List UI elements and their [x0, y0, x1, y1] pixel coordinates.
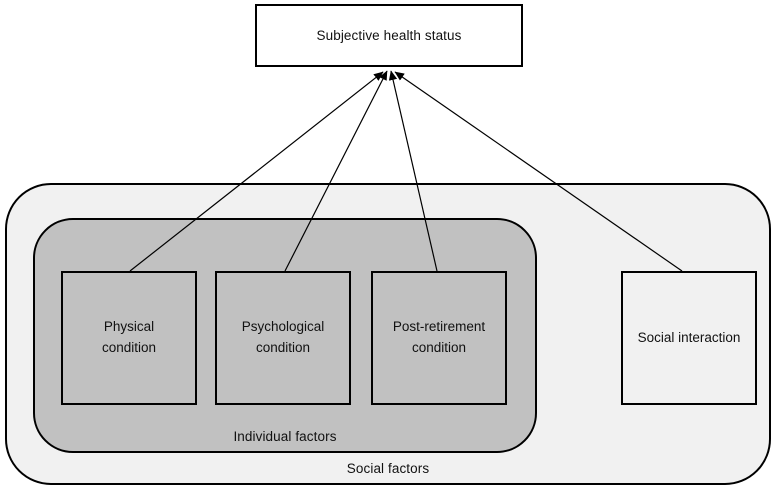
- factor-label-social-interaction: Social interaction: [637, 329, 741, 345]
- factor-label-psychological-condition: Psychological condition: [241, 319, 325, 355]
- outcome-label: Subjective health status: [316, 28, 462, 43]
- factor-box-physical-condition: Physical condition: [61, 271, 197, 405]
- factor-box-psychological-condition: Psychological condition: [215, 271, 351, 405]
- factor-label-post-retirement-condition: Post-retirement condition: [392, 319, 486, 355]
- factor-box-social-interaction: Social interaction: [621, 271, 757, 405]
- factor-box-post-retirement-condition: Post-retirement condition: [371, 271, 507, 405]
- group-label-social-factors: Social factors: [346, 461, 430, 476]
- group-label-individual-factors: Individual factors: [233, 429, 337, 444]
- outcome-box-subjective-health-status: Subjective health status: [255, 4, 523, 67]
- factor-label-physical-condition: Physical condition: [101, 319, 157, 355]
